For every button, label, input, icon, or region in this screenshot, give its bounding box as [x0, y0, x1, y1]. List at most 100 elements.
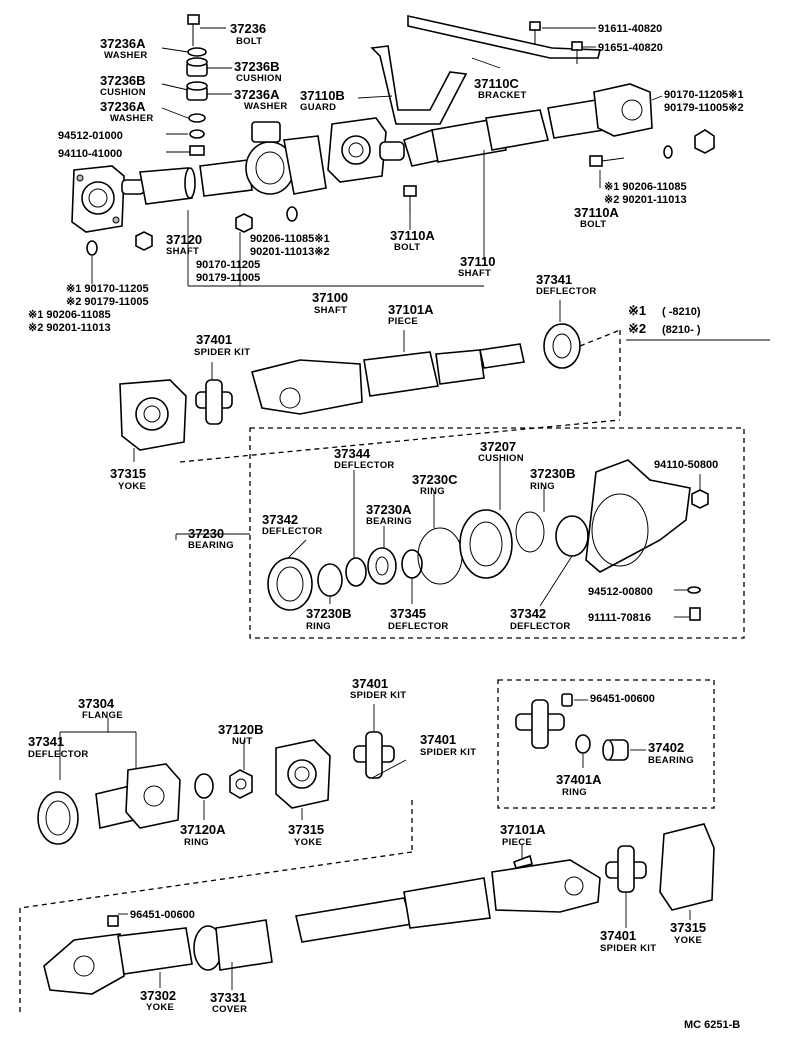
label-37401-c-num: 37401	[420, 732, 456, 747]
label-96451-low: 96451-00600	[130, 909, 195, 921]
label-91651-40820: 91651-40820	[598, 42, 663, 54]
label-90201-left: ※2 90201-11013	[28, 322, 111, 334]
center-bearing-box	[249, 427, 745, 639]
label-37236a-2-num: 37236A	[234, 87, 280, 102]
label-37230b-top-name: RING	[530, 481, 555, 492]
label-37402-num: 37402	[648, 740, 684, 755]
label-37315-b-num: 37315	[288, 822, 324, 837]
label-90201-mid: 90201-11013※2	[250, 246, 330, 258]
label-37236-name: BOLT	[236, 36, 262, 47]
label-37120-name: SHAFT	[166, 246, 199, 257]
label-37230-name: BEARING	[188, 540, 234, 551]
label-37401a-name: RING	[562, 787, 587, 798]
label-37401-d-name: SPIDER KIT	[600, 943, 656, 954]
lower-connector-lines	[19, 800, 413, 1016]
label-90170-top: 90170-11205※1	[664, 89, 744, 101]
flange-drawing	[37, 731, 395, 845]
middle-shaft-drawing	[119, 323, 581, 451]
label-37401-d-num: 37401	[600, 928, 636, 943]
label-37236a-2-name: WASHER	[244, 101, 288, 112]
label-37101a-top-num: 37101A	[388, 302, 434, 317]
label-37120a-num: 37120A	[180, 822, 226, 837]
upper-leader-lines	[91, 27, 663, 287]
label-91111-70816: 91111-70816	[588, 612, 651, 624]
label-37230-num: 37230	[188, 526, 224, 541]
lower-shaft-drawing	[43, 823, 715, 995]
spider-kit-drawing	[515, 693, 646, 768]
label-37110a-mid-name: BOLT	[394, 242, 420, 253]
label-37331-name: COVER	[212, 1004, 247, 1015]
label-37401-a-num: 37401	[196, 332, 232, 347]
front-shaft-drawing	[71, 121, 327, 233]
rear-shaft-drawing	[86, 21, 715, 256]
label-37315-a-num: 37315	[110, 466, 146, 481]
label-37341-top-name: DEFLECTOR	[536, 286, 597, 297]
bracket-guard-drawing	[370, 15, 602, 125]
label-37230b-bot-name: RING	[306, 621, 331, 632]
label-37207-name: CUSHION	[478, 453, 524, 464]
label-94512-00800: 94512-00800	[588, 586, 653, 598]
label-37402-name: BEARING	[648, 755, 694, 766]
label-37401-c-name: SPIDER KIT	[420, 747, 476, 758]
label-37236a-3-num: 37236A	[100, 99, 146, 114]
label-37110-name: SHAFT	[458, 268, 491, 279]
label-90179-left: ※2 90179-11005	[66, 296, 149, 308]
label-91611-40820: 91611-40820	[598, 23, 662, 35]
label-37344-name: DEFLECTOR	[334, 460, 395, 471]
label-90206-right: ※1 90206-11085	[604, 181, 687, 193]
label-37315-c-num: 37315	[670, 920, 706, 935]
label-37120b-name: NUT	[232, 736, 252, 747]
label-37100-name: SHAFT	[314, 305, 347, 316]
label-37230b-top-num: 37230B	[530, 466, 576, 481]
label-94110-50800: 94110-50800	[654, 459, 718, 471]
label-37236b-name: CUSHION	[236, 73, 282, 84]
label-37304-name: FLANGE	[82, 710, 123, 721]
label-94110-41000: 94110-41000	[58, 148, 122, 160]
legend-note1-mark: ※1	[628, 303, 646, 318]
label-37401a-num: 37401A	[556, 772, 602, 787]
label-37110c-num: 37110C	[474, 76, 519, 91]
lower-shaft-leaders	[118, 844, 691, 990]
label-37341-top-num: 37341	[536, 272, 572, 287]
label-94512-01000: 94512-01000	[58, 130, 123, 142]
label-37207-num: 37207	[480, 439, 516, 454]
label-37302-name: YOKE	[146, 1002, 174, 1013]
label-37101a-low-num: 37101A	[500, 822, 546, 837]
label-37110c-name: BRACKET	[478, 90, 527, 101]
label-90170-mid: 90170-11205	[196, 259, 260, 271]
label-37401-b-name: SPIDER KIT	[350, 690, 406, 701]
label-37401-a-name: SPIDER KIT	[194, 347, 250, 358]
label-37120-num: 37120	[166, 232, 202, 247]
label-37110b-num: 37110B	[300, 88, 345, 103]
bolt-stack-drawing	[186, 14, 208, 156]
label-90206-mid: 90206-11085※1	[250, 233, 330, 245]
label-37345-name: DEFLECTOR	[388, 621, 449, 632]
part-labels: 37236 BOLT 37236A WASHER 37236B CUSHION …	[28, 21, 744, 1015]
label-37236b-2-name: CUSHION	[100, 87, 146, 98]
lower-leader-lines	[59, 704, 407, 820]
label-90179-mid: 90179-11005	[196, 272, 260, 284]
label-37236a-name: WASHER	[104, 50, 148, 61]
middle-leader-lines	[133, 300, 621, 463]
label-37101a-low-name: PIECE	[502, 837, 532, 848]
label-37236b-num: 37236B	[234, 59, 280, 74]
label-37342-b-name: DEFLECTOR	[510, 621, 571, 632]
label-37230a-num: 37230A	[366, 502, 412, 517]
label-96451-box: 96451-00600	[590, 693, 655, 705]
label-37236a-num: 37236A	[100, 36, 146, 51]
label-37236a-3-name: WASHER	[110, 113, 154, 124]
model-range-legend: ※1 ( -8210) ※2 (8210- )	[626, 303, 770, 341]
label-37110a-mid-num: 37110A	[390, 228, 435, 243]
label-37230b-bot-num: 37230B	[306, 606, 352, 621]
spider-kit-box	[497, 679, 715, 809]
center-bearing-leaders	[175, 460, 701, 618]
label-90170-left: ※1 90170-11205	[66, 283, 149, 295]
label-37341-low-name: DEFLECTOR	[28, 749, 89, 760]
label-37315-c-name: YOKE	[674, 935, 702, 946]
label-90201-right: ※2 90201-11013	[604, 194, 687, 206]
label-37302-num: 37302	[140, 988, 176, 1003]
label-37110a-num: 37110A	[574, 205, 619, 220]
label-37120a-name: RING	[184, 837, 209, 848]
label-37344-num: 37344	[334, 446, 371, 461]
label-37304-num: 37304	[78, 696, 115, 711]
